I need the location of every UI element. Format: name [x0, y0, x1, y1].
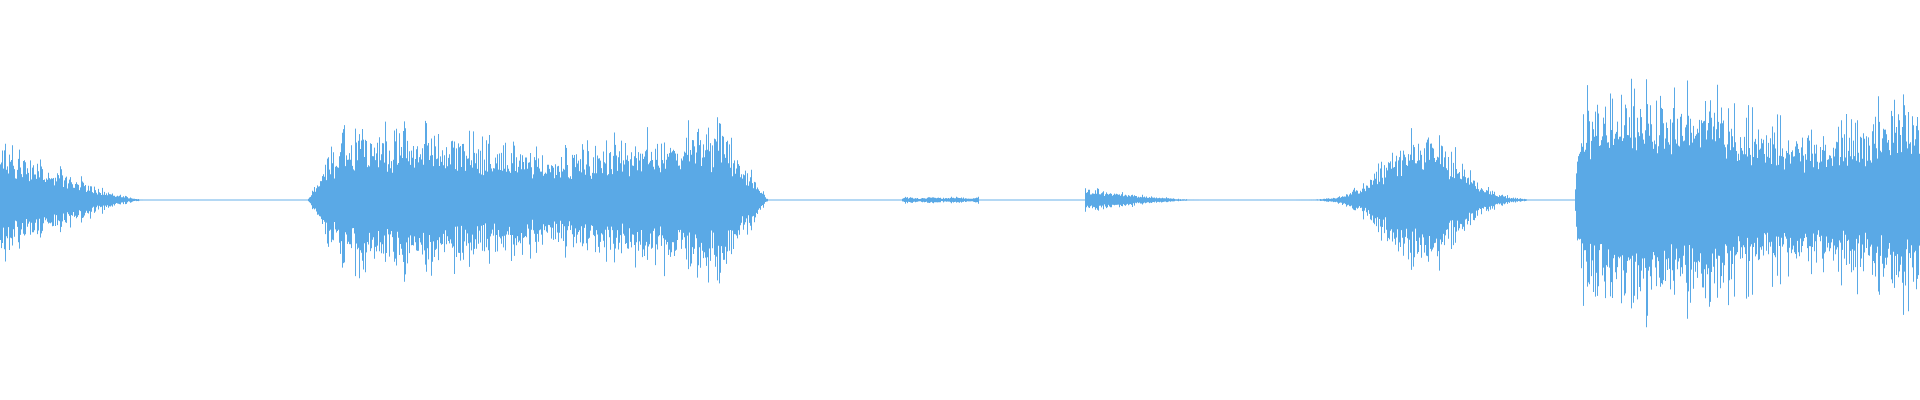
waveform-burst-5 [1296, 128, 1527, 271]
waveform-path [1085, 188, 1199, 212]
waveform-burst-4 [1085, 188, 1199, 212]
waveform-path [1296, 128, 1527, 271]
waveform-burst-6 [1575, 78, 1920, 328]
waveform-burst-2 [308, 117, 768, 284]
waveform-path [1575, 78, 1920, 328]
waveform-path [0, 143, 143, 262]
waveform-path [902, 196, 979, 204]
waveform-bursts [0, 78, 1920, 328]
waveform-burst-1 [0, 143, 143, 262]
waveform-burst-3 [902, 196, 979, 204]
waveform-path [308, 117, 768, 284]
